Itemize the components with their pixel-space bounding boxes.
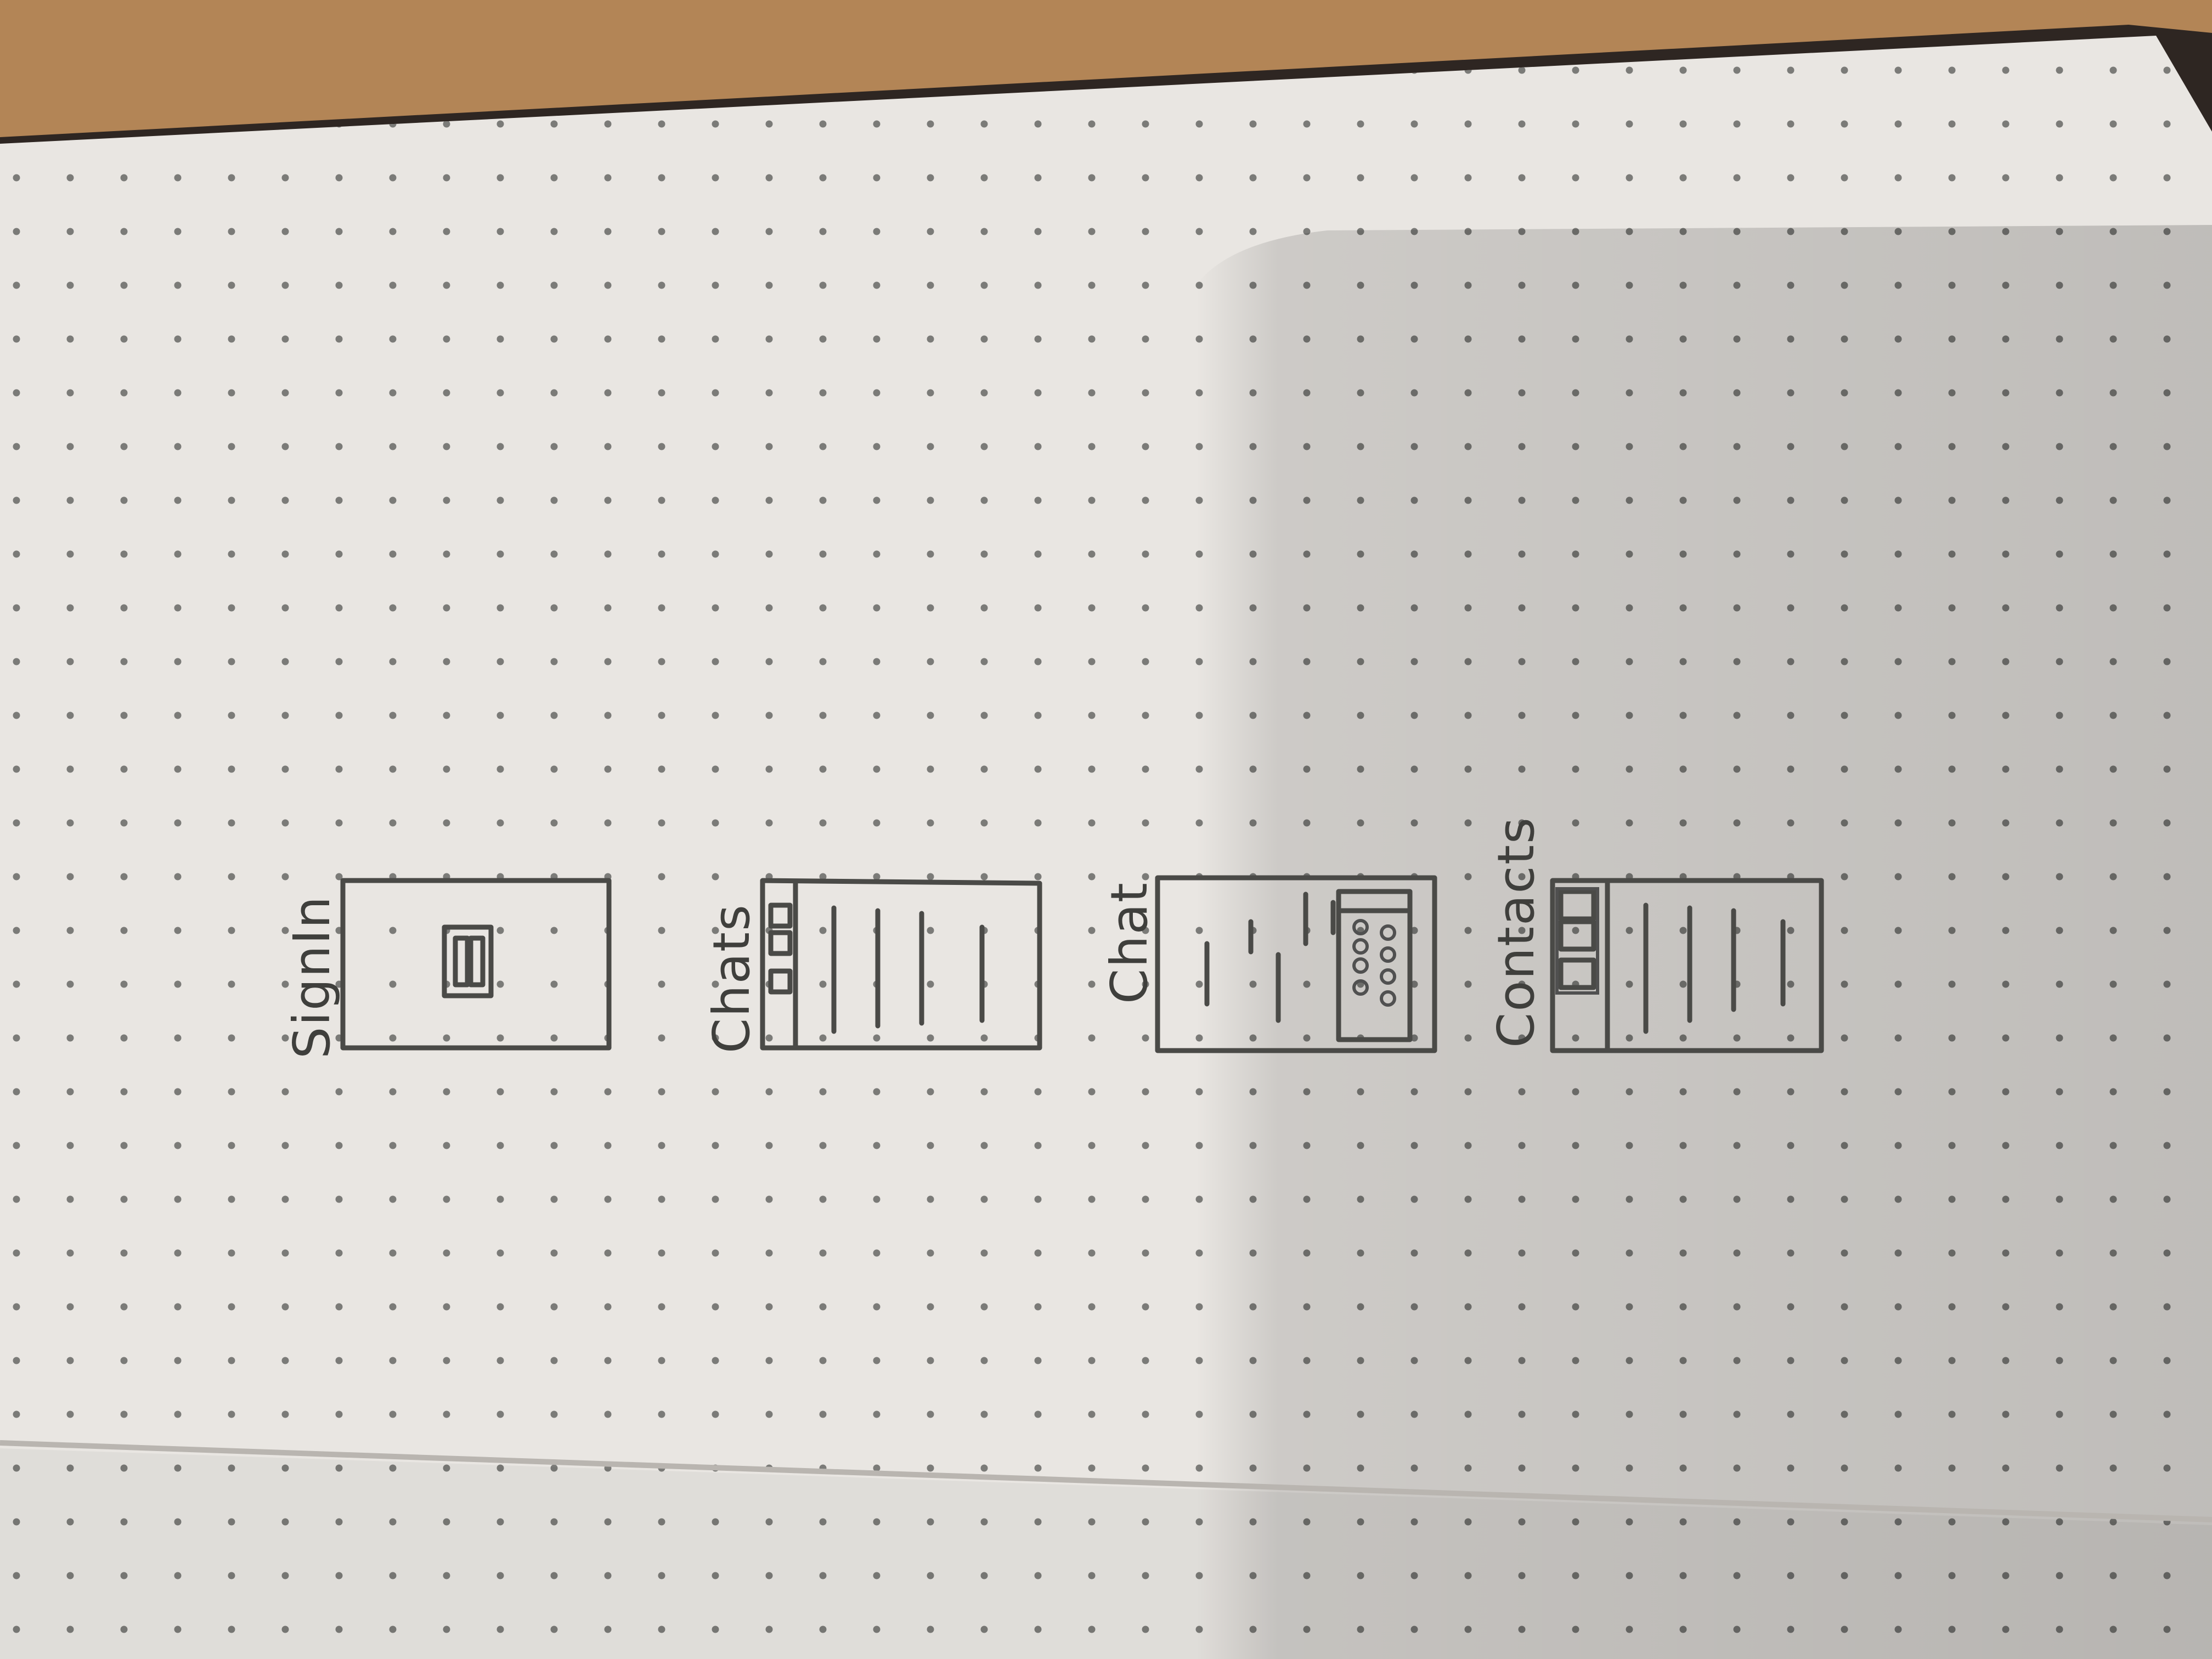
chat-frame — [1155, 875, 1437, 1053]
chats-header-icon-1 — [768, 902, 793, 929]
screen-contacts: Contacts — [1487, 816, 1824, 1053]
shadow — [1196, 225, 2212, 1659]
contacts-frame — [1550, 878, 1824, 1053]
signin-form-box — [442, 924, 494, 998]
page-fold — [0, 1440, 2212, 1522]
signin-frame — [340, 878, 612, 1051]
chats-header-icon-2 — [768, 930, 793, 956]
contacts-header-highlight — [1555, 887, 1599, 995]
signin-field-2 — [468, 935, 486, 988]
chat-input-area — [1336, 889, 1413, 1042]
label-signin: SignIn — [283, 895, 341, 1059]
label-contacts: Contacts — [1487, 816, 1545, 1048]
label-chat: Chat — [1100, 882, 1159, 1004]
contacts-header-icon-3 — [1558, 957, 1596, 990]
chat-keyboard-scribble — [1352, 919, 1396, 1007]
screen-chats: Chats — [702, 878, 1042, 1053]
contacts-header-icon-2 — [1558, 919, 1596, 952]
screen-chat: Chat — [1100, 875, 1437, 1053]
chats-frame — [760, 878, 1042, 1051]
chats-header-icon-3 — [768, 968, 793, 995]
screen-signin: SignIn — [283, 878, 612, 1059]
contacts-header-icon-1 — [1558, 889, 1596, 922]
label-chats: Chats — [702, 904, 761, 1053]
signin-field-1 — [453, 935, 470, 988]
